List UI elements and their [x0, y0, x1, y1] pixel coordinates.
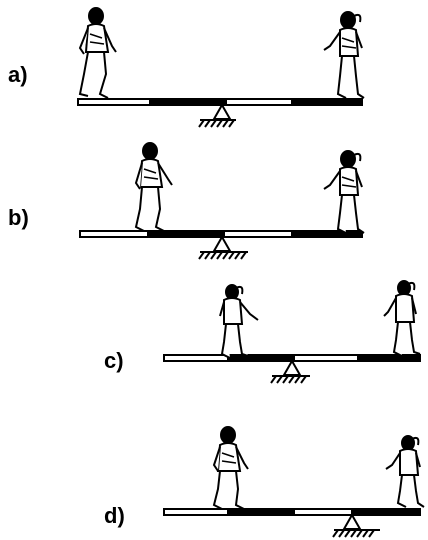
girl-figure	[323, 150, 365, 234]
panel-label-c: c)	[104, 348, 124, 373]
panel-label-b: b)	[8, 205, 29, 230]
girl-figure-left	[219, 284, 259, 359]
boy-figure	[134, 142, 173, 232]
plank	[163, 354, 421, 362]
girl-figure	[323, 11, 365, 99]
panel-a: a)	[0, 0, 428, 135]
fulcrum	[332, 512, 380, 538]
panel-c: c)	[0, 270, 428, 405]
seesaw-diagram-c	[163, 280, 421, 384]
fulcrum	[198, 234, 248, 260]
panel-label-d: d)	[104, 503, 125, 528]
seesaw-diagram-b	[79, 142, 365, 260]
seesaw-diagram-d	[163, 426, 425, 538]
seesaw-diagram-a	[77, 7, 365, 128]
plank	[77, 98, 363, 106]
plank	[163, 508, 421, 516]
fulcrum	[198, 102, 236, 128]
girl-figure	[385, 435, 425, 508]
panel-label-a: a)	[8, 62, 28, 87]
panel-d: d)	[0, 405, 428, 540]
fulcrum	[270, 358, 310, 384]
panel-b: b)	[0, 135, 428, 270]
boy-figure	[78, 7, 117, 99]
girl-figure-right	[383, 280, 421, 357]
plank	[79, 230, 363, 238]
boy-figure	[212, 426, 249, 510]
